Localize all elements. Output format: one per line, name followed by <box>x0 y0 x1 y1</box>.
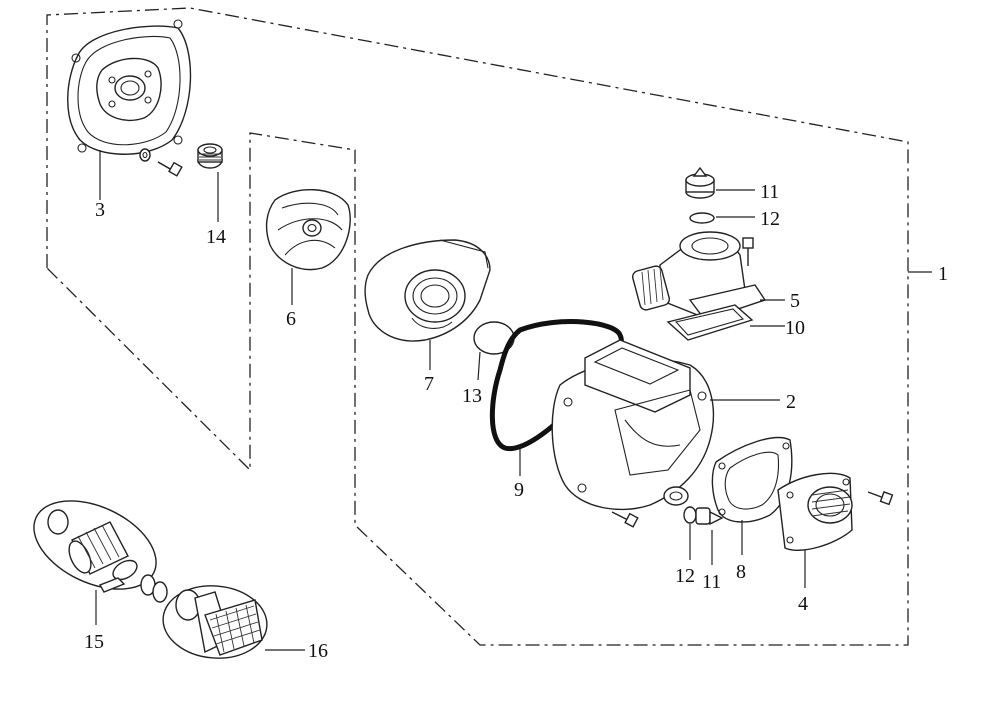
callout-15: 15 <box>84 631 104 653</box>
volute-diffuser <box>364 239 491 342</box>
callout-4: 4 <box>798 593 808 615</box>
callout-10: 10 <box>785 317 805 339</box>
callout-2: 2 <box>786 391 796 413</box>
callout-16: 16 <box>308 640 328 662</box>
pump-casing <box>551 339 715 511</box>
callout-5: 5 <box>790 290 800 312</box>
cover-bolt <box>157 161 183 177</box>
inlet-bolt <box>867 491 894 506</box>
drain-plug <box>695 507 724 526</box>
filler-cap <box>685 166 715 199</box>
callout-12-bottom: 12 <box>675 565 695 587</box>
large-o-ring <box>489 319 624 452</box>
inlet-gasket <box>711 436 793 523</box>
callout-7: 7 <box>424 373 434 395</box>
rear-cover-plate <box>67 19 192 155</box>
drain-o-ring <box>683 506 697 524</box>
callout-13: 13 <box>462 385 482 407</box>
connector-rings <box>140 574 168 603</box>
strainer <box>162 585 268 659</box>
outlet-bolt <box>742 237 754 266</box>
callout-11-top: 11 <box>760 181 779 203</box>
callout-8: 8 <box>736 561 746 583</box>
assembly-boundary <box>46 7 909 646</box>
inlet-flange <box>777 472 853 551</box>
callout-14: 14 <box>206 226 226 248</box>
cap-o-ring <box>689 212 715 224</box>
callout-6: 6 <box>286 308 296 330</box>
hose-connector-kit <box>33 500 157 593</box>
impeller <box>265 189 351 271</box>
callout-3: 3 <box>95 199 105 221</box>
callout-1: 1 <box>938 263 948 285</box>
washer <box>139 148 151 162</box>
callout-11-bottom: 11 <box>702 571 721 593</box>
callout-9: 9 <box>514 479 524 501</box>
callout-12-top: 12 <box>760 208 780 230</box>
outlet-gasket <box>666 304 754 341</box>
drain-bolt <box>611 511 639 528</box>
callout-labels: 3 14 6 7 13 9 2 1 11 12 5 10 12 11 8 4 1… <box>84 181 948 662</box>
mechanical-seal <box>197 143 223 169</box>
leader-lines <box>95 150 932 651</box>
